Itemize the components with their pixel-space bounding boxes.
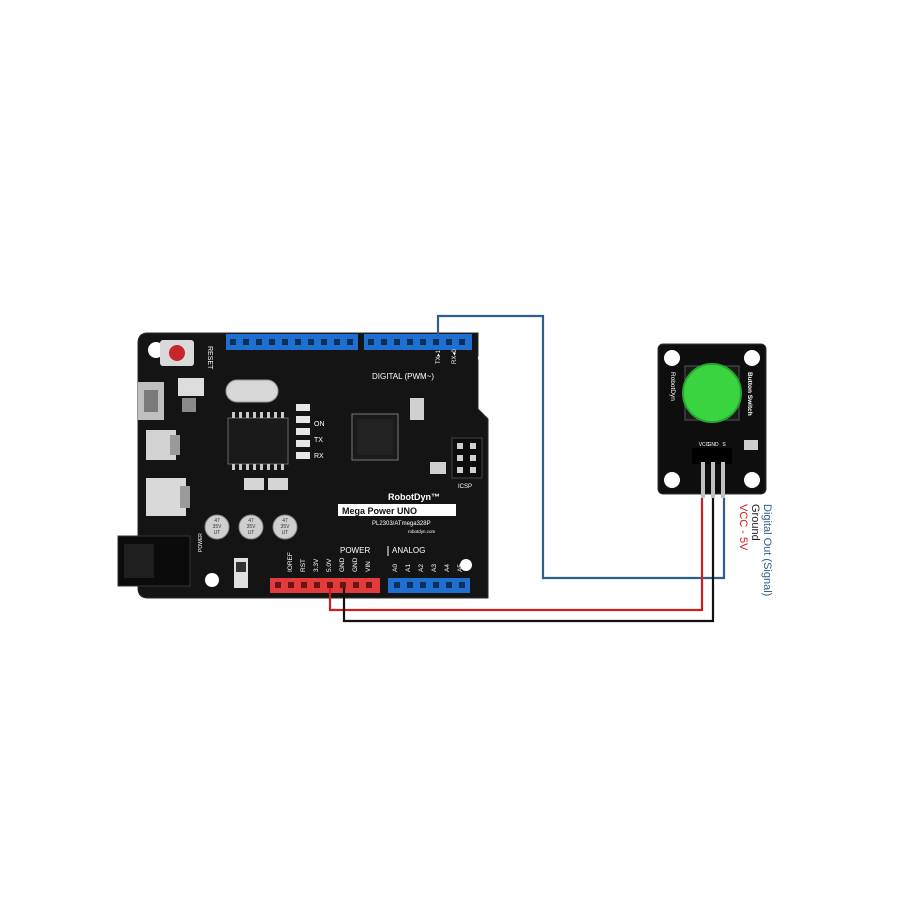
pin-label-3v3: 3.3V [313, 558, 320, 572]
pin-label-a4: A4 [444, 564, 451, 572]
mounting-hole [460, 559, 472, 571]
power-header [270, 578, 380, 593]
mounting-hole [664, 350, 680, 366]
model-badge [338, 504, 456, 516]
tx-label: TX [314, 437, 323, 444]
svg-text:35V: 35V [281, 524, 291, 530]
pin-label-vcc: VCC [699, 442, 710, 448]
signal-wire-label: Digital Out (Signal) [761, 504, 773, 596]
power-label: POWER [340, 546, 370, 555]
svg-text:UT: UT [214, 530, 221, 536]
mounting-hole [205, 573, 219, 587]
ground-wire-label: Ground [749, 504, 761, 541]
brand-label: RobotDyn™ [388, 492, 440, 502]
voltage-regulator [146, 478, 186, 516]
pin-label-gnd: GND [339, 557, 346, 572]
pin-label-a2: A2 [418, 564, 425, 572]
module-brand: RobotDyn [669, 372, 676, 401]
reset-label: RESET [206, 346, 213, 370]
pin-label-rst: RST [300, 559, 307, 572]
chip-label: PL2303/ATmega328P [372, 521, 431, 527]
svg-text:47: 47 [248, 518, 254, 524]
capacitor: 47 35V UT [238, 514, 264, 540]
vcc-wire [328, 498, 704, 612]
pin-label-a1: A1 [405, 564, 412, 572]
model-label: Mega Power UNO [342, 506, 417, 516]
mounting-hole [744, 472, 760, 488]
rx0-label: RX◂0 [452, 349, 458, 364]
green-push-button [682, 363, 742, 423]
signal-wire [436, 314, 726, 580]
analog-label: ANALOG [392, 546, 425, 555]
pin-label-ioref: IOREF [287, 552, 294, 572]
vcc-wire-label: VCC - 5V [737, 504, 749, 551]
mounting-hole [744, 350, 760, 366]
svg-text:35V: 35V [247, 524, 257, 530]
analog-header [388, 578, 470, 593]
svg-text:47: 47 [214, 518, 220, 524]
pin-label-s: S [722, 442, 726, 448]
capacitor: 47 35V UT [272, 514, 298, 540]
svg-text:UT: UT [282, 530, 289, 536]
svg-text:UT: UT [248, 530, 255, 536]
icsp-header [451, 437, 483, 479]
pin-label-a0: A0 [392, 564, 399, 572]
tx1-label: TX▸1 [436, 349, 442, 364]
arduino-board: RESET POWER [117, 332, 490, 599]
reset-button-cap [169, 345, 185, 361]
mounting-hole [664, 472, 680, 488]
on-label: ON [314, 421, 325, 428]
pin-label-vin: VIN [365, 561, 372, 572]
pin-label-gnd: GND [352, 557, 359, 572]
mounting-hole [478, 352, 490, 364]
pin-label-5v: 5.0V [326, 558, 333, 572]
icsp-label: ICSP [458, 484, 472, 490]
digital-header-right [364, 334, 472, 350]
usb-chip [227, 417, 289, 465]
button-switch-module: RobotDyn Button Switch VCC GND S [657, 343, 767, 498]
pin-header [692, 448, 732, 464]
module-title: Button Switch [746, 372, 753, 416]
svg-text:47: 47 [282, 518, 288, 524]
digital-header-left [226, 334, 358, 350]
pin-label-a3: A3 [431, 564, 438, 572]
side-power-label: POWER [198, 533, 204, 552]
digital-label: DIGITAL (PWM~) [372, 372, 434, 381]
svg-text:35V: 35V [213, 524, 223, 530]
ground-wire [342, 498, 715, 623]
rx-label: RX [314, 453, 324, 460]
pin-label-gnd: GND [707, 442, 719, 448]
crystal [225, 379, 279, 403]
usb-component [178, 378, 204, 396]
capacitor: 47 35V UT [204, 514, 230, 540]
pin-label-a5: A5 [457, 564, 464, 572]
site-label: robotdyn.com [408, 529, 436, 534]
